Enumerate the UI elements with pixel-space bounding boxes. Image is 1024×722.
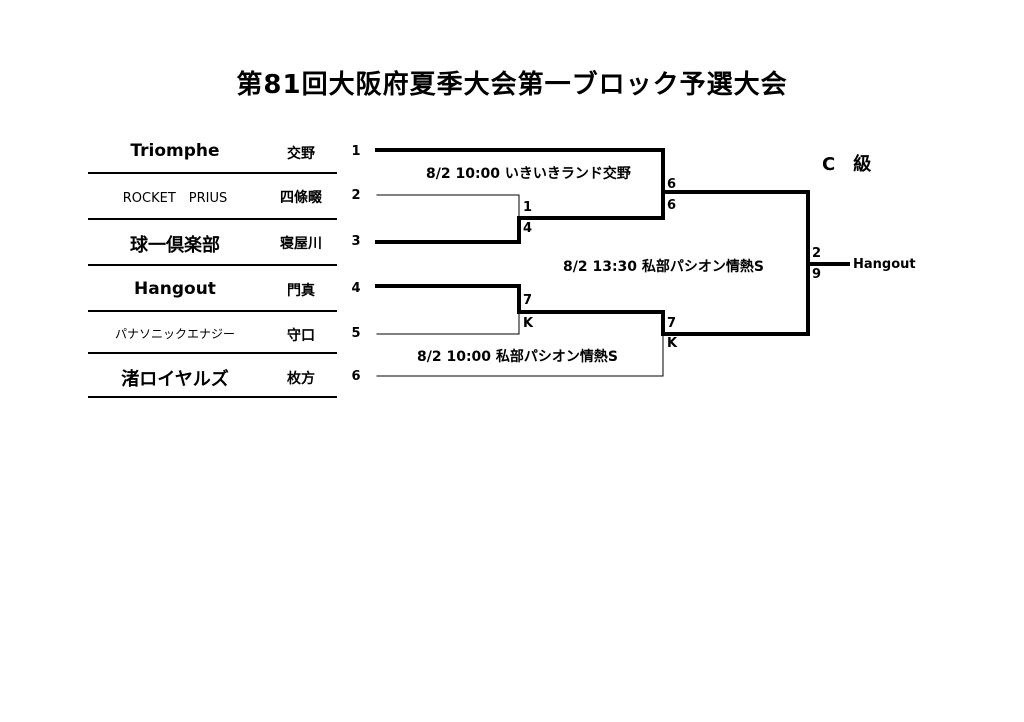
team-name: Hangout: [134, 279, 216, 299]
team-name: 球一倶楽部: [130, 235, 220, 256]
score: 9: [812, 267, 822, 282]
row-divider: [88, 310, 337, 312]
row-divider: [88, 172, 337, 174]
bracket-line: [517, 190, 665, 220]
team-name: Triomphe: [130, 141, 220, 161]
score: 4: [523, 221, 533, 236]
bracket-line: [375, 148, 665, 194]
score: K: [667, 336, 678, 351]
row-divider: [88, 396, 337, 398]
score: K: [523, 316, 534, 331]
team-seed: 3: [351, 234, 361, 249]
row-divider: [88, 352, 337, 354]
bracket-line: [376, 194, 520, 219]
score: 6: [667, 177, 677, 192]
team-city: 門真: [287, 283, 315, 299]
team-city: 交野: [287, 146, 315, 162]
team-seed: 1: [351, 144, 361, 159]
bracket-line: [517, 310, 665, 336]
bracket-line: [376, 311, 520, 335]
class-label: C 級: [822, 154, 872, 175]
team-city: 枚方: [287, 371, 315, 387]
bracket-line: [375, 284, 521, 314]
team-city: 守口: [287, 328, 315, 344]
score: 6: [667, 198, 677, 213]
team-seed: 6: [351, 369, 361, 384]
team-name: 渚ロイヤルズ: [121, 369, 229, 390]
score: 1: [523, 200, 533, 215]
team-seed: 5: [351, 326, 361, 341]
row-divider: [88, 264, 337, 266]
match-info: 8/2 10:00 私部パシオン情熱S: [417, 349, 618, 365]
team-seed: 2: [351, 188, 361, 203]
team-name: パナソニックエナジー: [114, 327, 235, 341]
team-name: ROCKET PRIUS: [122, 191, 228, 206]
team-city: 四條畷: [280, 190, 322, 206]
team-city: 寝屋川: [280, 236, 322, 252]
page-title: 第81回大阪府夏季大会第一ブロック予選大会: [236, 70, 788, 100]
score: 7: [523, 293, 533, 308]
match-info: 8/2 10:00 いきいきランド交野: [426, 166, 631, 182]
bracket-line: [376, 333, 664, 377]
winner-label: Hangout: [853, 257, 916, 272]
bracket-line: [661, 262, 810, 336]
score: 2: [812, 246, 822, 261]
row-divider: [88, 218, 337, 220]
match-info: 8/2 13:30 私部パシオン情熱S: [563, 259, 764, 275]
score: 7: [667, 316, 677, 331]
team-seed: 4: [351, 281, 361, 296]
bracket-line: [661, 190, 810, 266]
bracket-line: [375, 216, 521, 244]
